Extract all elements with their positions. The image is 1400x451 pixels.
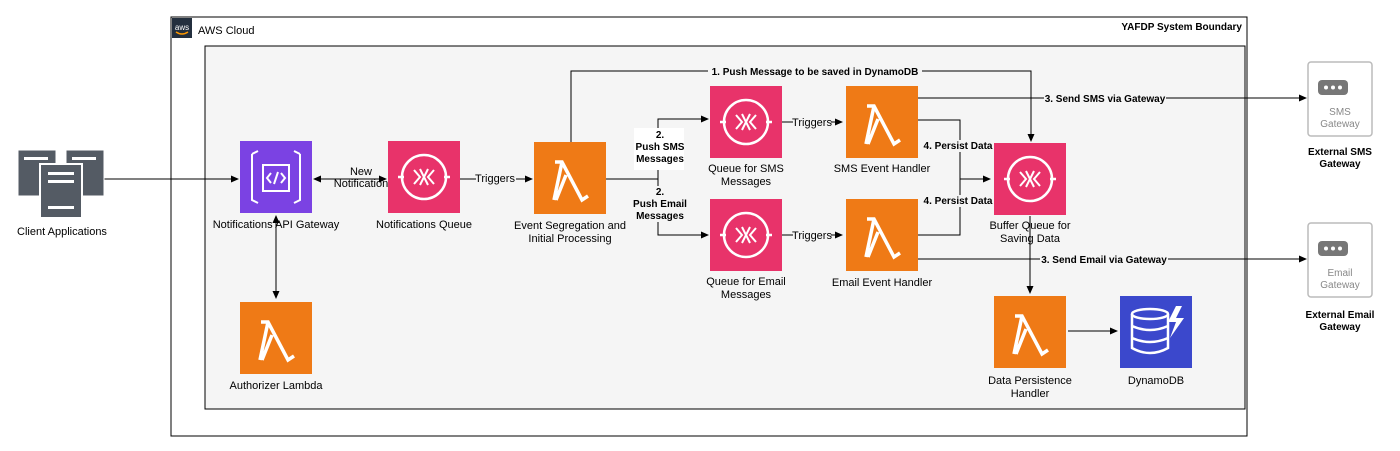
triggers-label: Triggers — [475, 173, 515, 185]
sms-queue-label: Messages — [721, 176, 772, 188]
segregation-label: Initial Processing — [528, 233, 611, 245]
external-sms-gateway-label: External SMS — [1308, 147, 1372, 158]
buffer-queue-node: Buffer Queue for Saving Data — [989, 143, 1071, 245]
aws-cloud-label: AWS Cloud — [198, 25, 254, 37]
push-email-label: 2. — [656, 187, 665, 198]
persist-data-label: 4. Persist Data — [924, 141, 993, 152]
buffer-queue-label: Buffer Queue for — [989, 220, 1070, 232]
triggers-label: Triggers — [792, 230, 832, 242]
authorizer-node: Authorizer Lambda — [230, 302, 324, 392]
system-boundary — [170, 16, 1248, 437]
sms-handler-label: SMS Event Handler — [834, 163, 931, 175]
email-queue-label: Queue for Email — [706, 276, 785, 288]
persistence-handler-label: Handler — [1011, 388, 1050, 400]
send-email-label: 3. Send Email via Gateway — [1041, 255, 1167, 266]
persistence-handler-label: Data Persistence — [988, 375, 1072, 387]
external-email-gateway-node: Email Gateway External Email Gateway — [1306, 222, 1375, 333]
servers-icon — [17, 149, 105, 219]
external-email-gateway-label: Gateway — [1319, 322, 1361, 333]
svg-text:Gateway: Gateway — [1320, 119, 1359, 130]
notifications-queue-node: Notifications Queue — [376, 141, 472, 231]
buffer-queue-label: Saving Data — [1000, 233, 1061, 245]
svg-text:SMS: SMS — [1329, 107, 1351, 118]
push-sms-label: Messages — [636, 154, 684, 165]
push-email-label: Messages — [636, 211, 684, 222]
external-sms-gateway-label: Gateway — [1319, 159, 1361, 170]
send-sms-label: 3. Send SMS via Gateway — [1045, 94, 1166, 105]
dynamodb-node: DynamoDB — [1120, 296, 1192, 387]
svg-text:Email: Email — [1327, 268, 1352, 279]
email-queue-node: Queue for Email Messages — [706, 199, 786, 301]
segregation-node: Event Segregation and Initial Processing — [514, 142, 626, 245]
sms-handler-node: SMS Event Handler — [834, 86, 931, 175]
client-applications-label: Client Applications — [17, 226, 107, 238]
svg-text:aws: aws — [175, 23, 189, 32]
authorizer-label: Authorizer Lambda — [230, 380, 324, 392]
email-handler-node: Email Event Handler — [832, 199, 933, 289]
segregation-label: Event Segregation and — [514, 220, 626, 232]
new-notification-label: Notification — [334, 178, 388, 190]
email-queue-label: Messages — [721, 289, 772, 301]
persistence-handler-node: Data Persistence Handler — [988, 296, 1072, 400]
push-sms-label: 2. — [656, 130, 665, 141]
api-gateway-node: Notifications API Gateway — [213, 141, 340, 231]
new-notification-label: New — [350, 166, 372, 178]
api-gateway-label: Notifications API Gateway — [213, 219, 340, 231]
persist-data-label: 4. Persist Data — [924, 196, 993, 207]
dynamodb-label: DynamoDB — [1128, 375, 1184, 387]
triggers-label: Triggers — [792, 117, 832, 129]
edge-labels: 1. Push Message to be saved in DynamoDB … — [334, 66, 1168, 266]
client-applications: Client Applications — [17, 149, 107, 238]
sms-queue-label: Queue for SMS — [708, 163, 784, 175]
external-email-gateway-label: External Email — [1306, 310, 1375, 321]
sms-queue-node: Queue for SMS Messages — [708, 86, 784, 188]
svg-text:Gateway: Gateway — [1320, 280, 1359, 291]
push-sms-label: Push SMS — [636, 142, 685, 153]
system-boundary-label: YAFDP System Boundary — [1121, 22, 1242, 33]
aws-logo-icon: aws — [172, 18, 192, 38]
notifications-queue-label: Notifications Queue — [376, 219, 472, 231]
external-sms-gateway-node: SMS Gateway External SMS Gateway — [1307, 61, 1373, 170]
email-handler-label: Email Event Handler — [832, 277, 933, 289]
push-email-label: Push Email — [633, 199, 687, 210]
push-dynamo-label: 1. Push Message to be saved in DynamoDB — [712, 67, 919, 78]
